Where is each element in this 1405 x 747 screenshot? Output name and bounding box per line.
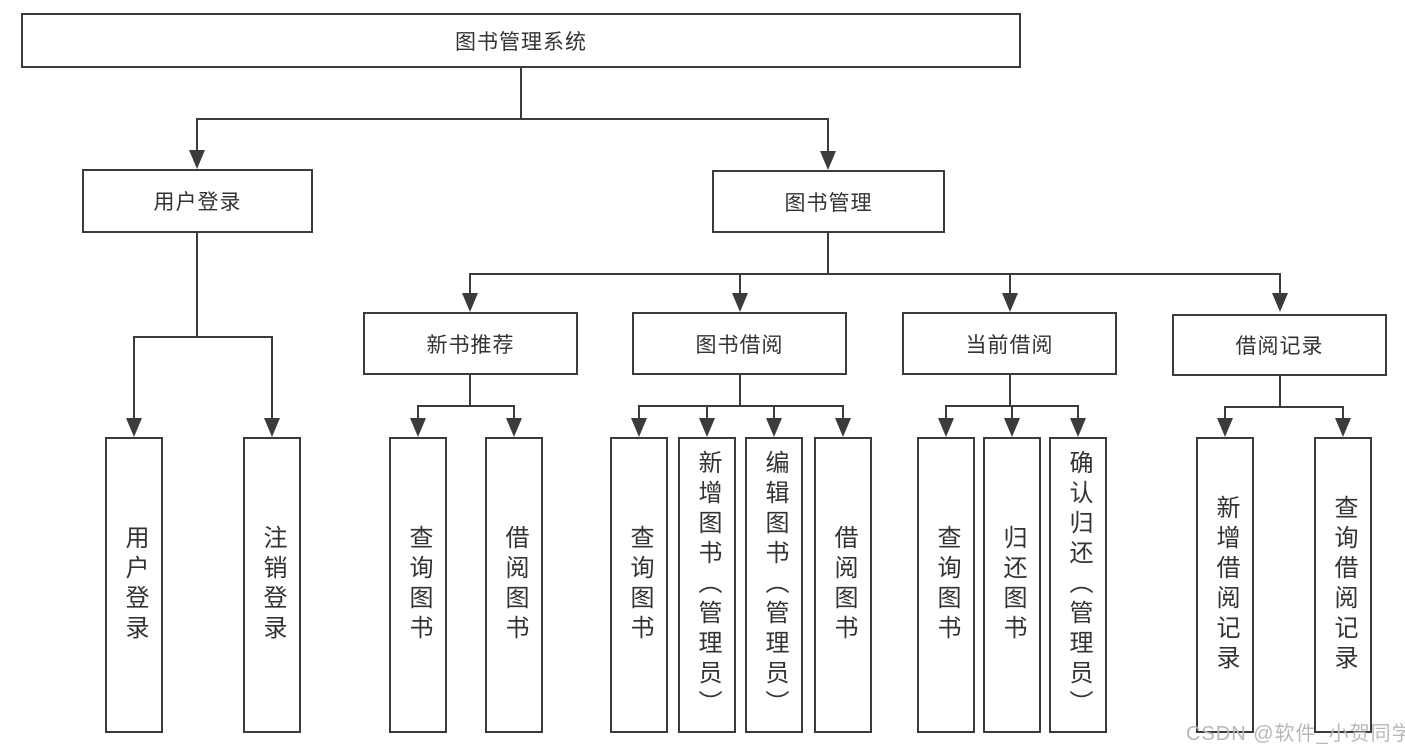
node-label: 编辑图书（管理员）: [761, 450, 788, 720]
connector-hline: [638, 405, 844, 407]
node-leaf-query-books-recommend: 查询图书: [389, 437, 447, 733]
node-label: 图书借阅: [695, 333, 784, 357]
arrow-down-icon: [835, 418, 851, 437]
node-label: 图书管理系统: [455, 30, 587, 54]
node-current-borrowing: 当前借阅: [902, 312, 1117, 375]
arrow-down-icon: [938, 418, 954, 437]
node-label: 查询图书: [933, 525, 960, 645]
connector-hline: [417, 405, 515, 407]
arrow-down-icon: [410, 418, 426, 437]
connector-vline: [827, 233, 829, 273]
node-label: 用户登录: [153, 191, 242, 214]
node-label: 用户登录: [121, 525, 148, 645]
connector-vline: [1224, 406, 1226, 418]
csdn-watermark: CSDN @软件_小贺同学: [1186, 723, 1405, 745]
node-label: 当前借阅: [965, 333, 1054, 357]
connector-vline: [739, 273, 741, 293]
arrow-down-icon: [264, 418, 280, 437]
node-leaf-return-books: 归还图书: [983, 437, 1041, 733]
node-leaf-borrow-books-recommend: 借阅图书: [485, 437, 543, 733]
arrow-down-icon: [1002, 293, 1018, 312]
connector-vline: [1279, 273, 1281, 293]
arrow-down-icon: [699, 418, 715, 437]
connector-vline: [469, 375, 471, 405]
node-leaf-query-books-current: 查询图书: [917, 437, 975, 733]
node-label: 借阅图书: [830, 525, 857, 645]
connector-vline: [271, 336, 273, 418]
node-label: 注销登录: [259, 525, 286, 645]
connector-vline: [706, 405, 708, 418]
connector-vline: [196, 118, 198, 150]
node-leaf-logout: 注销登录: [243, 437, 301, 733]
arrow-down-icon: [820, 151, 836, 170]
arrow-down-icon: [1335, 418, 1351, 437]
connector-vline: [773, 405, 775, 418]
arrow-down-icon: [732, 293, 748, 312]
arrow-down-icon: [126, 418, 142, 437]
connector-vline: [739, 375, 741, 405]
connector-vline: [196, 233, 198, 336]
node-label: 借阅记录: [1235, 335, 1324, 358]
connector-vline: [469, 273, 471, 293]
connector-vline: [638, 405, 640, 418]
node-book-management: 图书管理: [712, 170, 945, 233]
connector-vline: [133, 336, 135, 418]
connector-vline: [417, 405, 419, 418]
node-leaf-confirm-return-admin: 确认归还（管理员）: [1049, 437, 1107, 733]
connector-vline: [1342, 406, 1344, 418]
node-leaf-query-books-borrowing: 查询图书: [610, 437, 668, 733]
node-leaf-add-borrow-record: 新增借阅记录: [1196, 437, 1254, 733]
node-borrow-records: 借阅记录: [1172, 314, 1387, 376]
connector-hline: [1224, 406, 1344, 408]
arrow-down-icon: [1272, 293, 1288, 312]
arrow-down-icon: [766, 418, 782, 437]
connector-vline: [827, 118, 829, 151]
arrow-down-icon: [189, 150, 205, 169]
node-label: 查询借阅记录: [1330, 495, 1357, 675]
connector-hline: [197, 118, 829, 120]
connector-vline: [1279, 376, 1281, 406]
node-leaf-borrow-books-borrowing: 借阅图书: [814, 437, 872, 733]
node-book-borrowing: 图书借阅: [632, 312, 847, 375]
node-label: 查询图书: [405, 525, 432, 645]
connector-vline: [1009, 273, 1011, 293]
connector-vline: [1077, 405, 1079, 418]
arrow-down-icon: [1070, 418, 1086, 437]
node-library-system: 图书管理系统: [21, 13, 1021, 68]
arrow-down-icon: [462, 293, 478, 312]
node-label: 图书管理: [784, 191, 873, 215]
node-leaf-edit-books-admin: 编辑图书（管理员）: [745, 437, 803, 733]
connector-hline: [133, 336, 273, 338]
node-user-login: 用户登录: [82, 169, 313, 233]
connector-vline: [1009, 375, 1011, 405]
node-leaf-query-borrow-record: 查询借阅记录: [1314, 437, 1372, 733]
arrow-down-icon: [1217, 418, 1233, 437]
node-label: 新增借阅记录: [1212, 495, 1239, 675]
arrow-down-icon: [631, 418, 647, 437]
connector-vline: [513, 405, 515, 418]
node-label: 确认归还（管理员）: [1065, 450, 1092, 720]
node-label: 新增图书（管理员）: [694, 450, 721, 720]
connector-vline: [842, 405, 844, 418]
connector-vline: [945, 405, 947, 418]
arrow-down-icon: [1004, 418, 1020, 437]
node-label: 查询图书: [626, 525, 653, 645]
connector-hline: [469, 273, 1281, 275]
node-label: 新书推荐: [426, 333, 515, 357]
connector-vline: [1011, 405, 1013, 418]
node-new-book-recommend: 新书推荐: [363, 312, 578, 375]
node-leaf-add-books-admin: 新增图书（管理员）: [678, 437, 736, 733]
arrow-down-icon: [506, 418, 522, 437]
node-label: 借阅图书: [501, 525, 528, 645]
connector-vline: [520, 68, 522, 118]
node-leaf-user-login: 用户登录: [105, 437, 163, 733]
node-label: 归还图书: [999, 525, 1026, 645]
